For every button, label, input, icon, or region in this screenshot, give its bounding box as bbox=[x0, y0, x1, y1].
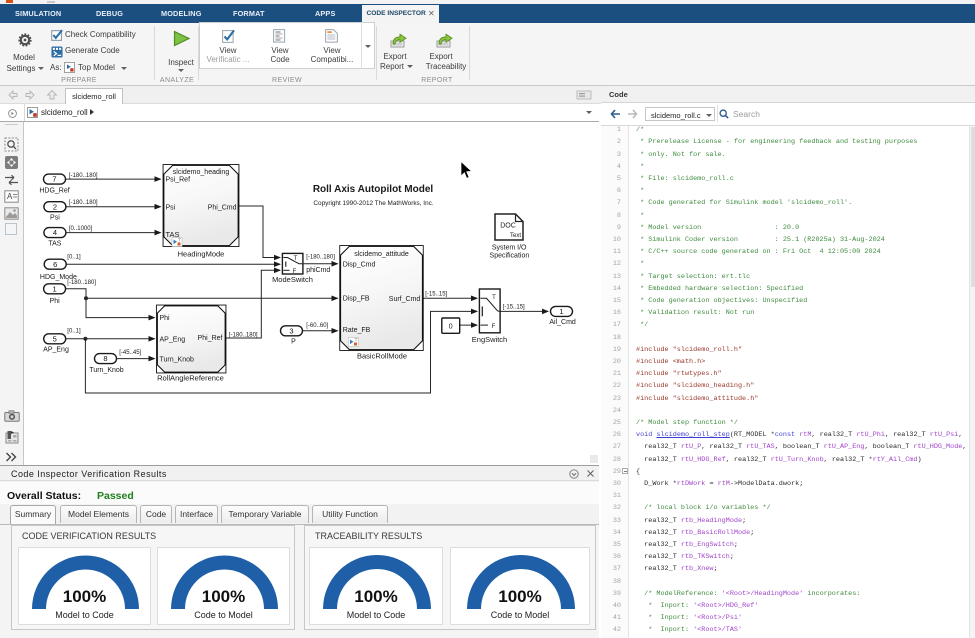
svg-text:phiCmd: phiCmd bbox=[306, 267, 330, 274]
svg-text:F: F bbox=[492, 324, 496, 330]
svg-text:1: 1 bbox=[53, 284, 57, 293]
svg-text:Ail_Cmd: Ail_Cmd bbox=[549, 319, 576, 326]
svg-text:BasicRollMode: BasicRollMode bbox=[357, 352, 407, 361]
svg-text:[0..1]: [0..1] bbox=[67, 254, 81, 260]
svg-text:[-180..180]: [-180..180] bbox=[69, 200, 98, 206]
svg-text:2: 2 bbox=[53, 202, 57, 211]
svg-text:Psi: Psi bbox=[166, 204, 176, 211]
svg-text:3: 3 bbox=[289, 326, 293, 335]
svg-text:ModeSwitch: ModeSwitch bbox=[272, 275, 313, 284]
svg-text:Disp_FB: Disp_FB bbox=[343, 295, 370, 302]
svg-text:EngSwitch: EngSwitch bbox=[472, 335, 507, 344]
svg-text:[-180..180]: [-180..180] bbox=[67, 280, 96, 286]
svg-text:Copyright 1990-2012 The MathWo: Copyright 1990-2012 The MathWorks, Inc. bbox=[313, 200, 433, 207]
svg-text:HDG_Mode: HDG_Mode bbox=[40, 274, 77, 281]
svg-text:5: 5 bbox=[53, 334, 57, 343]
svg-text:System I/O: System I/O bbox=[492, 244, 527, 251]
svg-text:0: 0 bbox=[449, 323, 453, 330]
svg-text:6: 6 bbox=[53, 260, 57, 269]
svg-text:Psi_Ref: Psi_Ref bbox=[166, 177, 191, 184]
svg-text:DOC: DOC bbox=[500, 223, 516, 230]
svg-text:[-15..15]: [-15..15] bbox=[503, 304, 525, 310]
svg-text:1: 1 bbox=[559, 307, 563, 316]
svg-text:4: 4 bbox=[53, 228, 57, 237]
svg-text:F: F bbox=[293, 269, 297, 275]
svg-text:[-180..180]: [-180..180] bbox=[229, 332, 258, 338]
svg-text:7: 7 bbox=[52, 175, 56, 184]
svg-text:AP_Eng: AP_Eng bbox=[160, 337, 186, 344]
svg-text:Specification: Specification bbox=[490, 253, 530, 260]
svg-text:HDG_Ref: HDG_Ref bbox=[39, 188, 69, 195]
svg-text:[-45..45]: [-45..45] bbox=[119, 350, 141, 356]
svg-text:[-60..60]: [-60..60] bbox=[306, 323, 328, 329]
svg-text:8: 8 bbox=[103, 354, 107, 363]
svg-text:TAS: TAS bbox=[48, 240, 61, 247]
svg-text:[0..1000]: [0..1000] bbox=[69, 226, 93, 232]
svg-text:Phi: Phi bbox=[160, 315, 171, 322]
svg-text:Surf_Cmd: Surf_Cmd bbox=[389, 296, 421, 303]
svg-text:TAS: TAS bbox=[166, 230, 180, 239]
svg-text:Turn_Knob: Turn_Knob bbox=[89, 367, 123, 374]
svg-text:P: P bbox=[291, 339, 296, 346]
svg-text:Rate_FB: Rate_FB bbox=[343, 327, 371, 334]
svg-text:Roll Axis Autopilot Model: Roll Axis Autopilot Model bbox=[313, 184, 434, 195]
svg-text:RollAngleReference: RollAngleReference bbox=[157, 374, 224, 383]
svg-text:HeadingMode: HeadingMode bbox=[178, 250, 225, 259]
svg-text:Turn_Knob: Turn_Knob bbox=[160, 356, 194, 363]
svg-text:[0..1]: [0..1] bbox=[67, 329, 81, 335]
svg-text:slcidemo_attitude: slcidemo_attitude bbox=[354, 251, 409, 258]
svg-text:[-180..180]: [-180..180] bbox=[306, 255, 335, 261]
svg-text:[-15..15]: [-15..15] bbox=[425, 292, 447, 298]
svg-text:Phi_Ref: Phi_Ref bbox=[198, 335, 223, 342]
svg-text:Disp_Cmd: Disp_Cmd bbox=[343, 262, 376, 269]
svg-text:A: A bbox=[7, 192, 13, 201]
svg-text:Phi_Cmd: Phi_Cmd bbox=[208, 204, 237, 211]
svg-text:Phi: Phi bbox=[50, 298, 61, 305]
svg-text:AP_Eng: AP_Eng bbox=[43, 347, 69, 354]
svg-text:slcidemo_heading: slcidemo_heading bbox=[173, 169, 230, 176]
svg-text:[-180..180]: [-180..180] bbox=[69, 173, 98, 179]
svg-text:Psi: Psi bbox=[50, 215, 60, 222]
svg-text:Text: Text bbox=[510, 233, 521, 239]
svg-text:T: T bbox=[294, 256, 298, 262]
svg-text:T: T bbox=[492, 295, 496, 301]
